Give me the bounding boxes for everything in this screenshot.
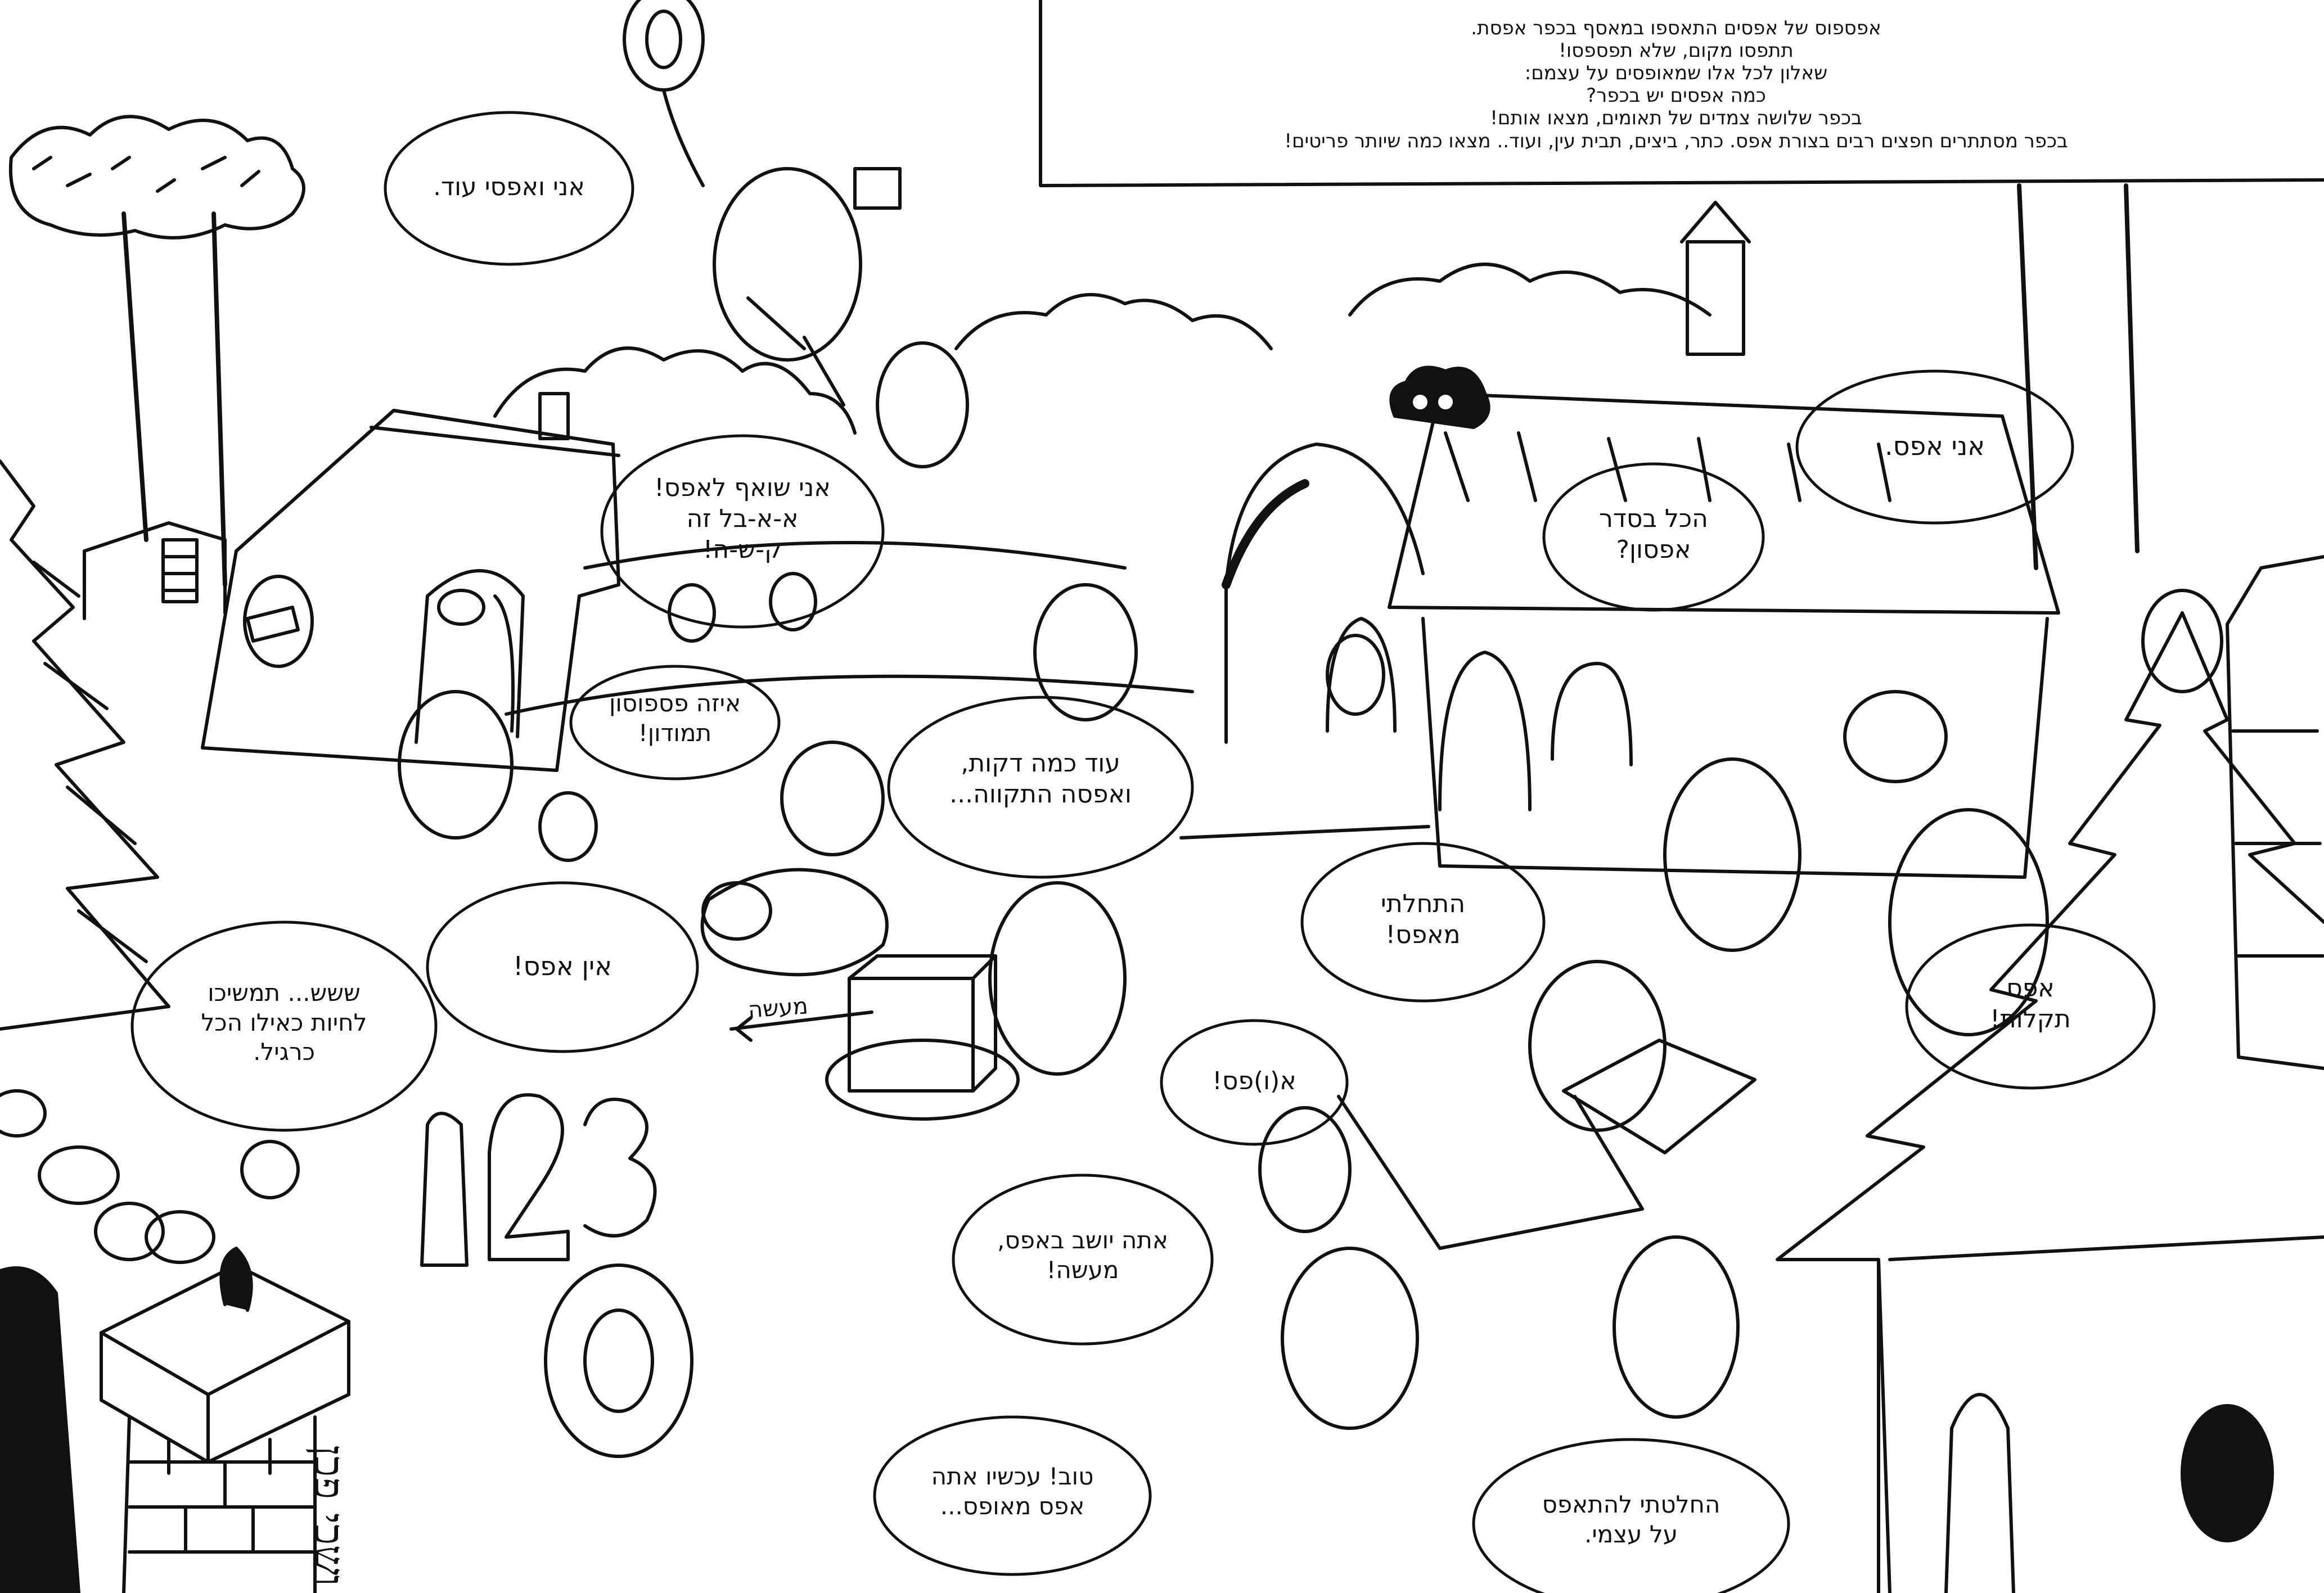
- bubble-all-ok: [1542, 462, 1765, 612]
- bubble-me-and-zero: [384, 111, 634, 266]
- bubble-text-oops: א(ו)פס!: [1175, 1066, 1333, 1096]
- bubble-line: אני אפס.: [1884, 431, 1985, 461]
- right-house: [1222, 201, 2060, 879]
- bubble-im-zero: [1795, 369, 2074, 525]
- bubble-text-sitting-zero: אתה יושב באפס, מעשה!: [973, 1226, 1192, 1285]
- left-tree: [8, 115, 305, 587]
- bubble-line: לחיות כאילו הכל: [201, 1008, 367, 1036]
- bubble-text-now-reset: טוב! עכשיו אתה אפס מאופס...: [894, 1462, 1131, 1521]
- bubble-line: אפסון?: [1616, 535, 1691, 564]
- artist-signature: ושכי פכן: [304, 1445, 354, 1586]
- intro-line: בכפר שלושה צמדים של תאומים, מצאו אותם!: [1490, 107, 1862, 130]
- bubble-line: ששש... תמשיכו: [208, 979, 361, 1007]
- bubble-text-zero-faults: אפס תקלות!: [1929, 973, 2132, 1035]
- bubble-text-all-ok: הכל בסדר אפסון?: [1558, 503, 1749, 565]
- balloon-top: [623, 0, 705, 187]
- bubble-line: ואפסה התקווה...: [949, 780, 1132, 809]
- intro-line: שאלון לכל אלו שמאופסים על עצמם:: [1524, 62, 1828, 85]
- bubble-text-me-and-zero: אני ואפסי עוד.: [397, 172, 621, 202]
- bottom-left-well: [100, 1247, 350, 1593]
- dark-bush-with-eyes: [1389, 365, 1490, 429]
- intro-text-block: אפספוס של אפסים התאספו במאסף בכפר אפסת. …: [1057, 17, 2295, 152]
- bubble-line: מאפס!: [1385, 920, 1461, 949]
- bubble-text-started-zero: התחלתי מאפס!: [1322, 888, 1524, 950]
- right-tower: [2226, 555, 2324, 1070]
- bushes-right: [1348, 263, 1712, 317]
- flying-zero-character: [713, 167, 969, 468]
- bubble-few-minutes: [887, 696, 1194, 879]
- bubble-aspire: [600, 434, 885, 629]
- bubble-zero-faults: [1905, 923, 2156, 1090]
- intro-line: בכפר מסתתרים חפצים רבים בצורת אפס. כתר, …: [1284, 129, 2068, 152]
- bubble-text-im-zero: אני אפס.: [1822, 430, 2047, 463]
- bubble-line: תקלות!: [1990, 1005, 2071, 1034]
- bubble-line: אפס: [2006, 974, 2055, 1003]
- bubble-line: כרגיל.: [253, 1038, 315, 1066]
- bubble-no-zero: [426, 881, 699, 1053]
- bubble-line: אתה יושב באפס,: [997, 1226, 1168, 1254]
- right-tree-trunk: [2017, 183, 2140, 570]
- bubble-line: טוב! עכשיו אתה: [931, 1463, 1094, 1490]
- bottom-left-arch: [0, 1266, 80, 1593]
- bubble-line: א(ו)פס!: [1212, 1067, 1296, 1095]
- bubble-text-decided: החלטתי להתאפס על עצמי.: [1496, 1490, 1766, 1549]
- bubble-line: אני שואף לאפס!: [654, 473, 831, 502]
- bubble-text-no-zero: אין אפס!: [450, 950, 675, 983]
- bubble-line: עוד כמה דקות,: [961, 749, 1120, 778]
- bubble-line: אין אפס!: [513, 951, 612, 981]
- bubble-line: התחלתי: [1380, 890, 1466, 918]
- bubble-line: הכל בסדר: [1599, 504, 1708, 533]
- bushes-mid: [954, 293, 1273, 350]
- left-pine: [0, 459, 170, 1031]
- top-banner-frame: [1039, 0, 2324, 187]
- bubble-line: אפס מאופס...: [940, 1492, 1085, 1520]
- bubble-line: איזה פספוסון: [609, 689, 741, 717]
- intro-line: אפספוס של אפסים התאספו במאסף בכפר אפסת.: [1471, 17, 1881, 39]
- intro-line: כמה אפסים יש בכפר?: [1586, 84, 1766, 107]
- picnic-blanket: [700, 868, 889, 977]
- zero-characters: [240, 572, 2223, 1458]
- left-house: [201, 392, 620, 772]
- bottom-right-tower: [1877, 1235, 2324, 1593]
- zero-rings-left: [0, 1089, 215, 1264]
- bubble-keep-living: [130, 920, 438, 1132]
- bubble-line: ק-ש-ה!: [702, 535, 782, 564]
- intro-line: תתפסו מקום, שלא תפספסו!: [1559, 39, 1794, 62]
- ground-lines: [505, 541, 1430, 840]
- bubble-decided: [1472, 1438, 1790, 1593]
- speech-bubbles: [130, 111, 2156, 1593]
- box-character: [825, 954, 1020, 1121]
- bubble-line: מעשה!: [1046, 1256, 1119, 1284]
- hopscotch: [1337, 1039, 1756, 1250]
- bubble-started-zero: [1300, 842, 1546, 1003]
- bushes-left: [493, 346, 857, 435]
- bubble-oops: [1160, 1019, 1349, 1146]
- bubble-now-reset: [873, 1415, 1152, 1576]
- numbers-characters: [420, 1093, 657, 1267]
- sign-arrow: [729, 1010, 873, 1042]
- bubble-sitting-zero: [952, 1174, 1214, 1346]
- bubble-text-aspire: אני שואף לאפס! א-א-בל זה ק-ש-ה!: [619, 472, 866, 565]
- bubble-text-keep-living: ששש... תמשיכו לחיות כאילו הכל כרגיל.: [157, 978, 411, 1067]
- sign-label: מעשה: [747, 993, 809, 1023]
- bubble-line: על עצמי.: [1584, 1520, 1678, 1548]
- bubble-line: החלטתי להתאפס: [1542, 1491, 1721, 1518]
- back-cabin: [83, 521, 227, 620]
- right-pine: [1776, 611, 2324, 1593]
- bubble-line: אני ואפסי עוד.: [433, 173, 585, 201]
- bubble-text-few-minutes: עוד כמה דקות, ואפסה התקווה...: [917, 748, 1164, 810]
- bubble-line: תמודון!: [638, 719, 712, 747]
- bubble-text-fiasco: איזה פספוסון תמודון!: [585, 689, 765, 748]
- bubble-fiasco: [569, 665, 781, 780]
- bubble-line: א-א-בל זה: [686, 504, 799, 533]
